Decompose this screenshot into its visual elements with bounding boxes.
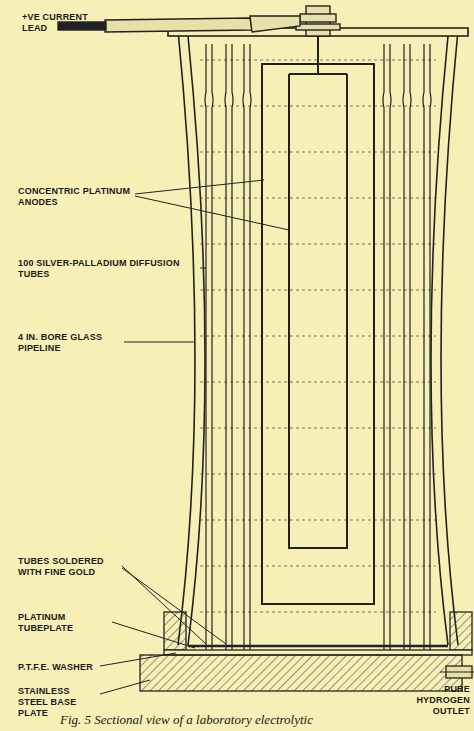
outlet-label: PURE HYDROGEN OUTLET bbox=[392, 684, 470, 717]
tube-label: 100 SILVER-PALLADIUM DIFFUSION TUBES bbox=[18, 258, 198, 280]
figure-caption: Fig. 5 Sectional view of a laboratory el… bbox=[60, 712, 313, 728]
tubeplate-label: PLATINUM TUBEPLATE bbox=[18, 612, 110, 634]
lead-label: +VE CURRENT LEAD bbox=[22, 12, 104, 34]
washer-label: P.T.F.E. WASHER bbox=[18, 662, 108, 673]
pipeline-label: 4 IN. BORE GLASS PIPELINE bbox=[18, 332, 123, 354]
solder-label: TUBES SOLDERED WITH FINE GOLD bbox=[18, 556, 121, 578]
anode-label: CONCENTRIC PLATINUM ANODES bbox=[18, 186, 133, 208]
